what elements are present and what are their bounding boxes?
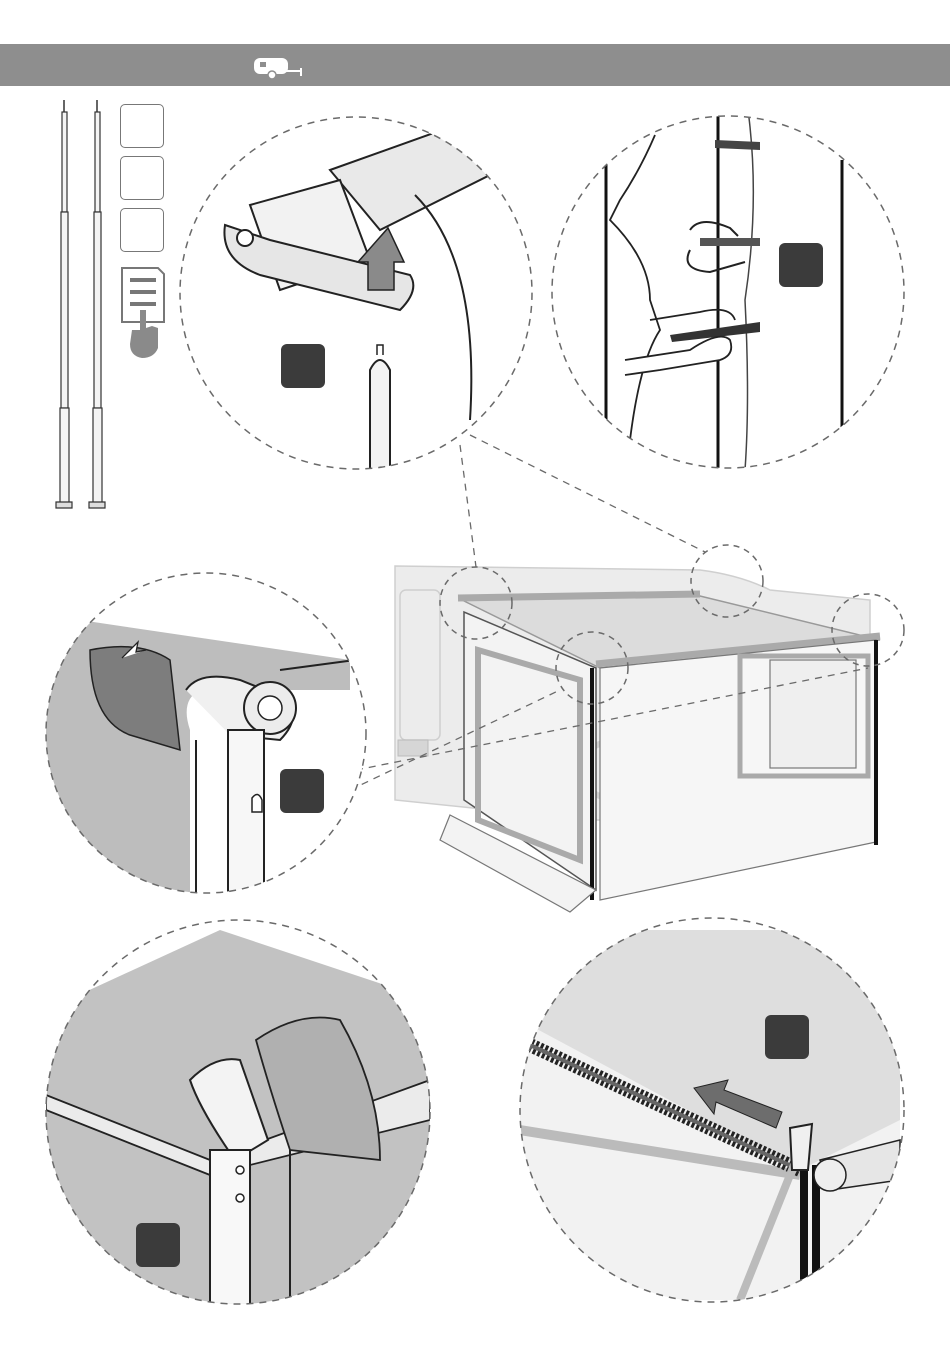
checkbox-3[interactable] bbox=[120, 208, 164, 252]
strap-tie-detail bbox=[552, 110, 904, 470]
zipper-detail bbox=[520, 918, 904, 1305]
telescopic-poles bbox=[56, 100, 105, 508]
step-marker-fabric-corner bbox=[136, 1223, 180, 1267]
fabric-corner-detail bbox=[46, 920, 430, 1310]
rail-clip-detail bbox=[180, 117, 532, 470]
overview-awning-room bbox=[395, 545, 904, 912]
checkbox-2[interactable] bbox=[120, 156, 164, 200]
corner-cap-detail bbox=[40, 570, 380, 910]
instruction-sheet-hand-icon bbox=[118, 264, 168, 360]
checkbox-1[interactable] bbox=[120, 104, 164, 148]
step-marker-corner-cap bbox=[280, 769, 324, 813]
step-marker-strap-tie bbox=[779, 243, 823, 287]
step-marker-rail-clip bbox=[281, 344, 325, 388]
step-marker-zipper bbox=[765, 1015, 809, 1059]
